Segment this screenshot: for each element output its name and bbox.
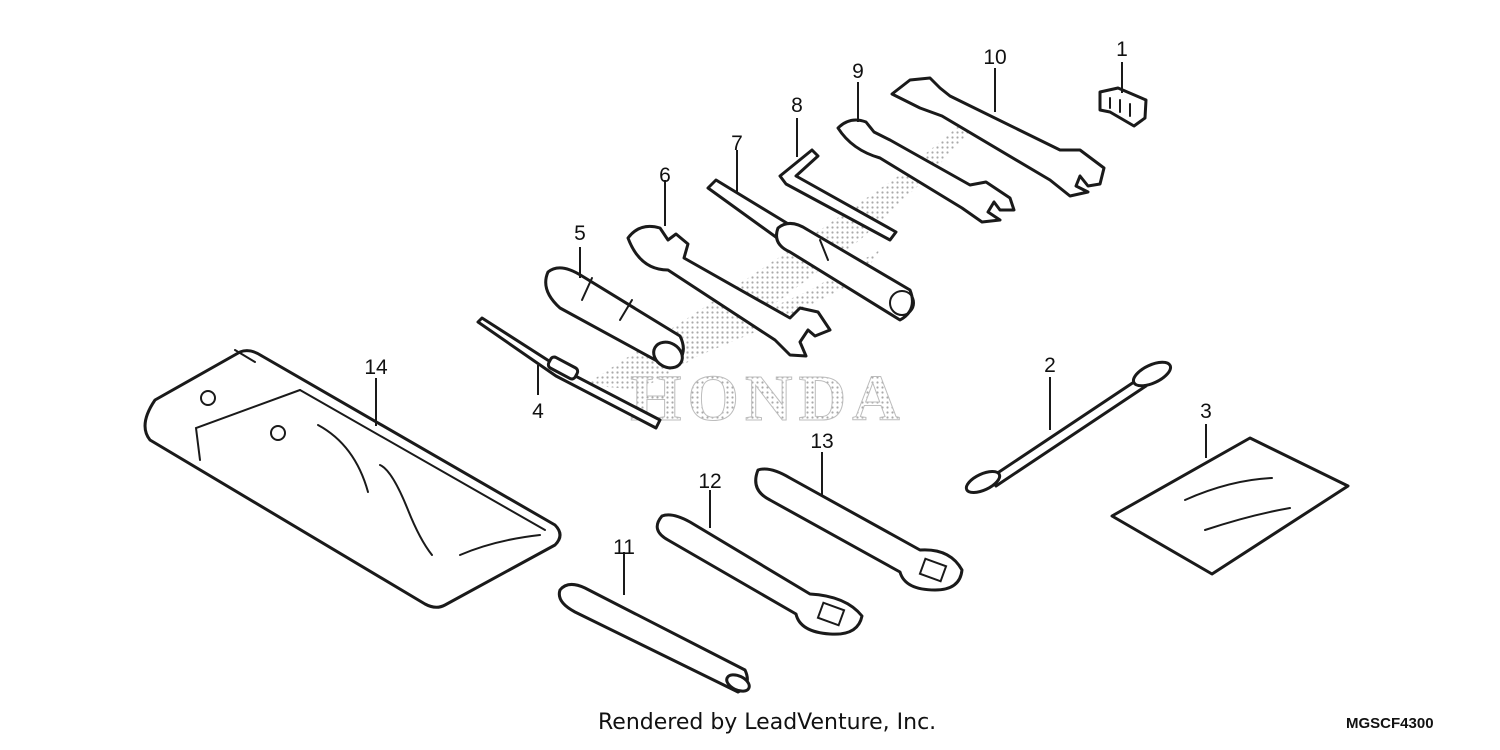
part-12-box-wrench	[655, 513, 864, 636]
callout-1: 1	[1116, 38, 1128, 61]
part-2-strap	[964, 360, 1173, 495]
honda-logo-watermark: HONDA	[585, 120, 980, 436]
callout-14: 14	[364, 356, 388, 379]
honda-wordmark: HONDA	[630, 362, 906, 435]
callout-7: 7	[731, 132, 743, 155]
leader-lines	[375, 62, 1207, 595]
callout-4: 4	[532, 400, 544, 423]
callout-5: 5	[574, 222, 586, 245]
callout-8: 8	[791, 94, 803, 117]
part-7-box-wrench	[706, 178, 915, 322]
honda-wing-shape	[585, 120, 980, 390]
part-13-box-wrench	[754, 467, 964, 592]
part-6-open-end-wrench	[626, 224, 832, 358]
callout-11: 11	[613, 536, 635, 559]
part-8-hex-key	[778, 148, 898, 242]
part-3-pouch	[1110, 436, 1350, 576]
diagram-code: MGSCF4300	[1346, 715, 1434, 732]
callout-labels: 1 2 3 4 5 6 7 8 9 10 11 12 13 14	[364, 38, 1212, 559]
part-1-clip	[1098, 86, 1148, 128]
callout-13: 13	[810, 430, 833, 453]
callout-6: 6	[659, 164, 671, 187]
callout-10: 10	[983, 46, 1006, 69]
callout-9: 9	[852, 60, 864, 83]
render-credit: Rendered by LeadVenture, Inc.	[598, 710, 937, 735]
part-14-tool-bag	[143, 349, 562, 609]
callout-3: 3	[1200, 400, 1212, 423]
callout-2: 2	[1044, 354, 1056, 377]
part-5-socket-wrench	[544, 266, 685, 370]
part-9-double-open-wrench	[836, 118, 1016, 224]
part-4-screwdriver	[476, 316, 662, 430]
part-11-handle	[557, 583, 751, 694]
part-10-double-open-wrench	[890, 76, 1106, 198]
callout-12: 12	[698, 470, 721, 493]
